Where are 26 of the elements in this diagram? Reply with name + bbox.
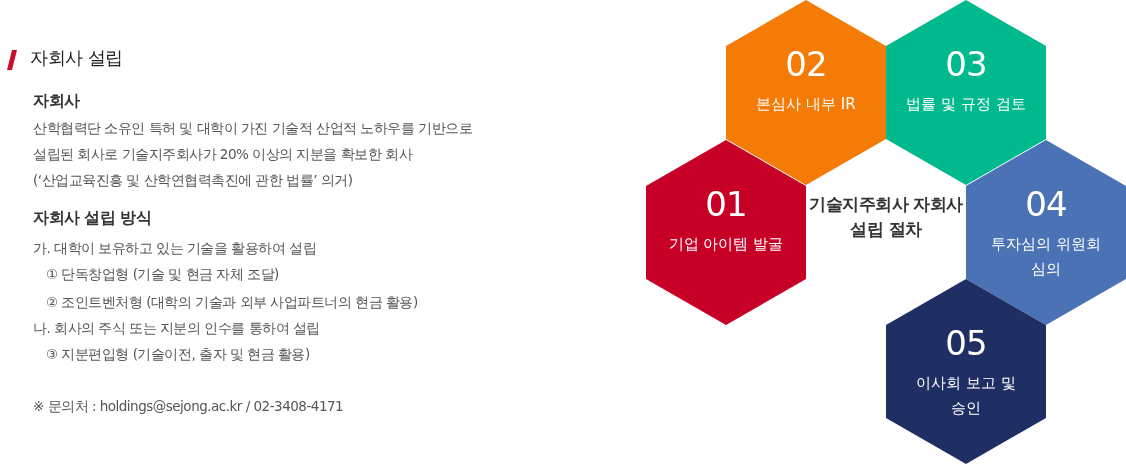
hexagon-step [886, 279, 1046, 464]
center-title: 기술지주회사 자회사 설립 절차 [808, 193, 964, 241]
list-item: 나. 회사의 주식 또는 지분의 인수를 통하여 설립 [33, 319, 320, 338]
hexagon-step [646, 140, 806, 325]
step-text: 법률 및 규정 검토 [906, 94, 1026, 115]
step-text: 투자심의 위원회 심의 [990, 234, 1102, 280]
list-item: ③ 지분편입형 (기술이전, 출자 및 현금 활용) [46, 345, 310, 364]
step-text: 기업 아이템 발굴 [667, 234, 785, 255]
section-title: 자회사 설립 [30, 46, 123, 70]
step-text: 이사회 보고 및 승인 [915, 373, 1017, 419]
step-number: 01 [704, 184, 748, 224]
step-number: 04 [1024, 184, 1068, 224]
step-number: 02 [784, 44, 828, 84]
hexagon-step [966, 140, 1126, 325]
contact-note: ※ 문의처 : holdings@sejong.ac.kr / 02-3408-4171 [33, 397, 344, 416]
list-item: ② 조인트벤처형 (대학의 기술과 외부 사업파트너의 현금 활용) [46, 293, 418, 312]
subheading: 자회사 설립 방식 [33, 208, 152, 229]
list-item: ① 단독창업형 (기술 및 현금 자체 조달) [46, 265, 279, 284]
hexagon-step [726, 0, 886, 185]
subheading: 자회사 [33, 91, 80, 112]
step-number: 03 [944, 44, 988, 84]
description-text: 산학협력단 소유인 특허 및 대학이 가진 기술적 산업적 노하우를 기반으로 설립된 회사로 기술지주회사가 20% 이상의 지분을 확보한 회사 (‘산업교육진흥 및 산학연협력촉진에 관한 법률’ 의거) [33, 119, 474, 190]
hexagon-step [886, 0, 1046, 185]
step-text: 본심사 내부 IR [755, 94, 857, 115]
step-number: 05 [944, 323, 988, 363]
list-item: 가. 대학이 보유하고 있는 기술을 활용하여 설립 [33, 239, 317, 258]
